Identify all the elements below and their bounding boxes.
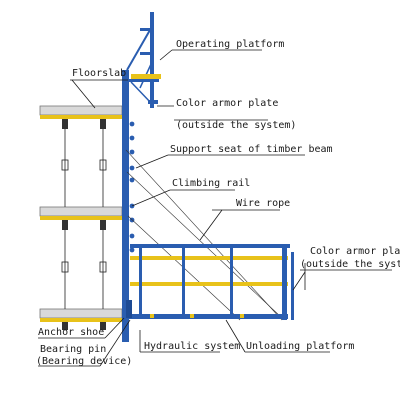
operating-platform (127, 74, 161, 105)
tie-rods (61, 129, 107, 309)
top-mast (126, 12, 154, 108)
floorslab-label: Floorslab (72, 68, 126, 79)
unloading-platform (126, 244, 290, 320)
floorslab-lower (39, 308, 123, 322)
color-armor-plate-top-sublabel: (outside the system) (176, 120, 296, 131)
leader-lines (38, 49, 392, 367)
anchor-shoe-label: Anchor shoe (38, 327, 104, 338)
hydraulic-system-label: Hydraulic system (144, 341, 240, 352)
climbing-rail-label: Climbing rail (172, 178, 250, 189)
color-armor-plate-top-label: Color armor plate (176, 98, 278, 109)
color-armor-plate-right-sublabel: (outside the system) (300, 259, 400, 270)
bearing-pin-label: Bearing pin (40, 344, 106, 355)
color-armor-plate-right-label: Color armor plate (310, 246, 400, 257)
wire-rope-label: Wire rope (236, 198, 290, 209)
climbing-rail-column (122, 70, 135, 342)
slab-brackets (62, 119, 106, 330)
floorslab-middle (39, 206, 123, 220)
color-armor-plate-right (291, 252, 294, 320)
bearing-pin-sublabel: (Bearing device) (36, 356, 132, 367)
operating-platform-label: Operating platform (176, 39, 284, 50)
floorslab-upper (39, 105, 123, 119)
support-seat-label: Support seat of timber beam (170, 144, 333, 155)
unloading-platform-label: Unloading platform (246, 341, 354, 352)
